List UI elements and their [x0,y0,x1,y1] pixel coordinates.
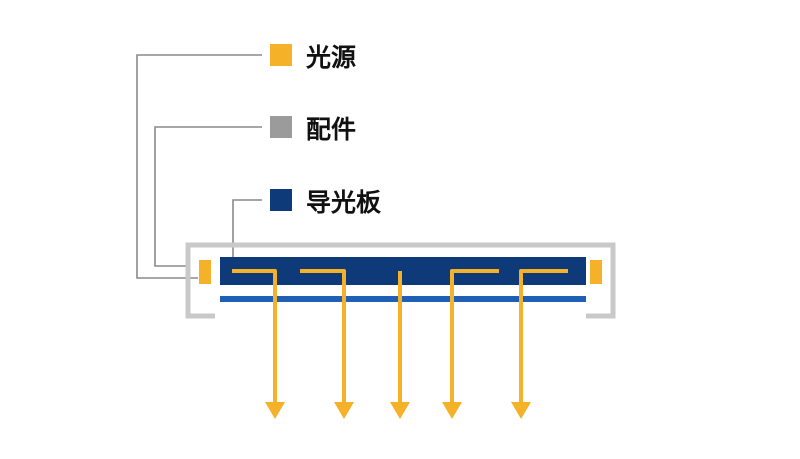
arrowhead-2 [334,402,354,419]
light-rays [232,269,568,404]
frame-outline [185,242,616,319]
legend-label-accessory: 配件 [306,115,356,144]
leader-line-accessory [154,126,262,267]
light-ray-2 [300,269,346,404]
legend-label-light-guide: 导光板 [306,188,381,217]
legend: 光源 配件 导光板 [270,43,381,217]
leader-line-light-guide [232,199,262,262]
arrowhead-4 [442,402,462,419]
arrowhead-5 [511,402,531,419]
legend-swatch-light-source [270,44,292,66]
light-source-right [590,260,602,284]
reflector-strip [220,296,586,302]
legend-swatch-accessory [270,116,292,138]
arrowhead-3 [390,402,410,419]
light-source-left [199,260,211,284]
leader-line-light-source [136,54,262,279]
arrowhead-1 [265,402,285,419]
leader-lines [136,54,262,279]
light-ray-arrowheads [265,402,531,419]
legend-label-light-source: 光源 [305,43,356,72]
light-ray-1 [232,269,277,404]
light-ray-4 [450,269,499,404]
frame [185,242,616,319]
light-ray-5 [519,269,568,404]
legend-swatch-light-guide [270,189,292,211]
